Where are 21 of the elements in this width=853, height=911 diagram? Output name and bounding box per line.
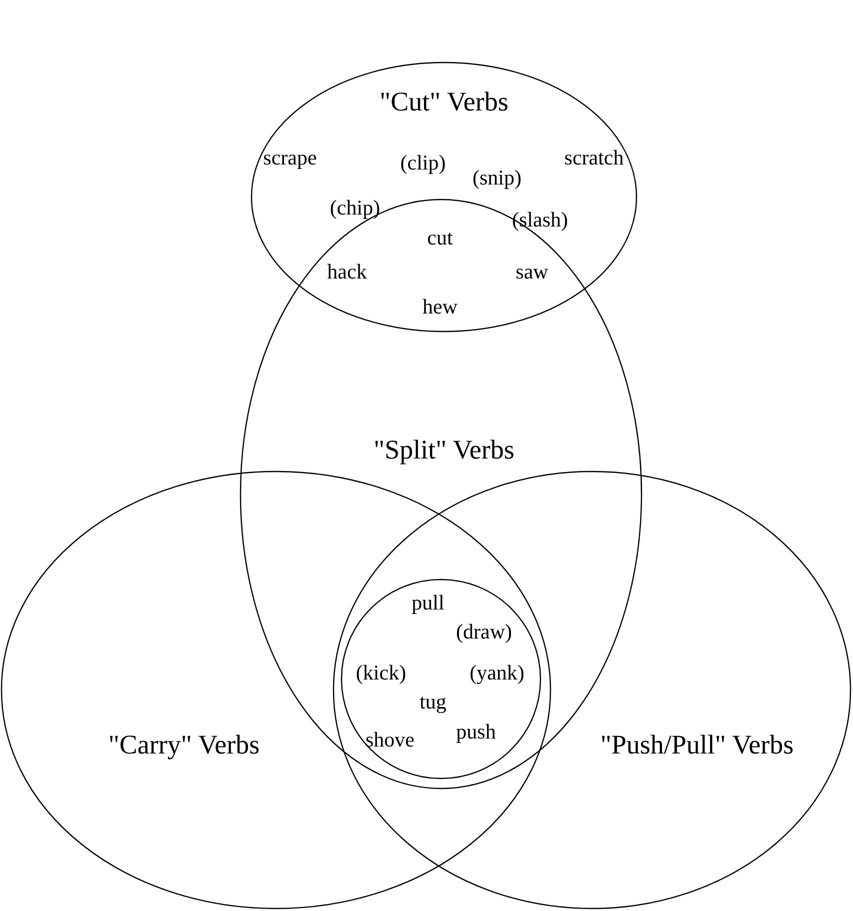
verb-label: (yank) [470, 660, 524, 686]
verb-label: tug [420, 690, 446, 714]
verb-label: (kick) [356, 660, 406, 686]
set-label: "Split" Verbs [374, 434, 514, 466]
verb-label: pull [412, 590, 444, 616]
verb-label: scratch [564, 146, 624, 170]
verb-label: (draw) [456, 620, 512, 644]
verb-label: push [456, 720, 496, 744]
set-label: "Push/Pull" Verbs [600, 730, 794, 760]
verb-label: scrape [263, 146, 317, 170]
verb-label: saw [516, 260, 548, 284]
set-label: "Cut" Verbs [380, 86, 508, 118]
verb-label: (snip) [472, 166, 522, 190]
set-label: "Carry" Verbs [108, 730, 260, 760]
verb-label: shove [366, 728, 414, 752]
verb-label: (chip) [330, 196, 380, 220]
verb-label: cut [427, 226, 453, 250]
verb-label: hack [327, 260, 367, 284]
verb-label: (clip) [400, 150, 446, 176]
verb-label: hew [422, 294, 458, 320]
verb-label: (slash) [512, 208, 568, 232]
